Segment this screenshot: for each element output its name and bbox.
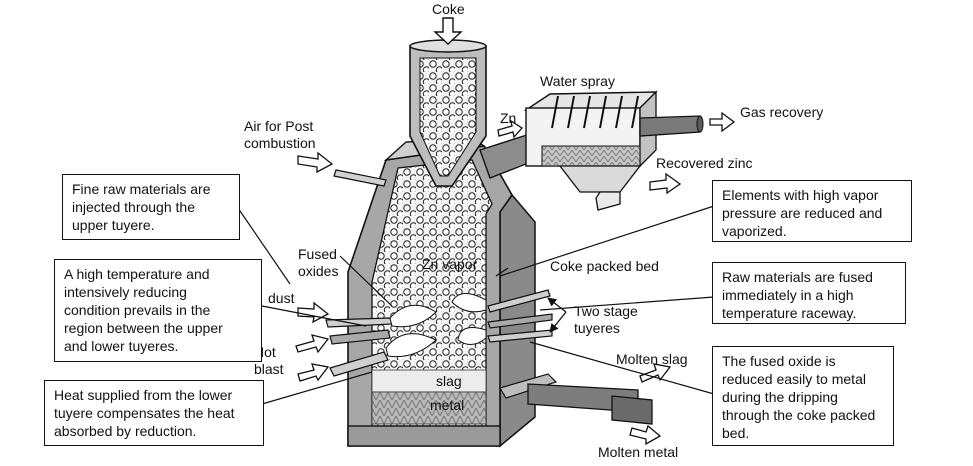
callout-raw-fused: Raw materials are fused immediately in a… xyxy=(712,262,906,324)
label-dust: dust xyxy=(268,290,295,306)
label-zn: Zn xyxy=(500,110,517,126)
label-molten-slag: Molten slag xyxy=(616,351,688,367)
two-stage-bracket xyxy=(547,297,567,333)
label-recovered-zinc: Recovered zinc xyxy=(656,155,753,171)
water-spray-nozzles xyxy=(551,95,639,129)
label-water-spray: Water spray xyxy=(540,73,615,89)
label-two-stage-tuyeres: Two stage tuyeres xyxy=(574,303,638,336)
slag-layer xyxy=(371,369,487,393)
zn-flow-arrow xyxy=(497,119,523,139)
hot-blast-arrow-2 xyxy=(297,363,330,382)
label-fused-oxides: Fused oxides xyxy=(298,246,339,279)
metal-layer xyxy=(371,391,487,425)
label-coke-packed-bed: Coke packed bed xyxy=(550,258,659,274)
raceways xyxy=(385,293,487,358)
molten-slag-arrow xyxy=(639,363,672,383)
coke-feed-arrow xyxy=(433,17,463,45)
recovered-zinc-arrow xyxy=(649,172,682,195)
callout-fused-oxide-reduced: The fused oxide is reduced easily to met… xyxy=(712,346,894,446)
gas-recovery-arrow xyxy=(709,111,736,133)
hot-blast-arrow-1 xyxy=(295,334,330,354)
furnace-base xyxy=(347,425,501,447)
label-air-post-combustion: Air for Post combustion xyxy=(244,118,316,151)
callout-heat-supplied: Heat supplied from the lower tuyere comp… xyxy=(44,380,264,446)
tuyeres-right xyxy=(487,289,553,343)
label-coke: Coke xyxy=(432,1,465,17)
label-molten-metal: Molten metal xyxy=(598,444,679,460)
callout-elements-vapor: Elements with high vapor pressure are re… xyxy=(712,180,912,242)
dust-arrow xyxy=(297,301,330,324)
zinc-outlet xyxy=(595,191,621,211)
label-metal: metal xyxy=(430,397,465,413)
molten-metal-arrow xyxy=(629,424,662,446)
callout-fine-raw-materials: Fine raw materials are injected through … xyxy=(62,174,240,240)
pointer-lines xyxy=(237,205,715,405)
zinc-bath xyxy=(541,145,641,167)
tuyeres-left xyxy=(325,169,393,377)
feed-shaft-inner xyxy=(419,57,477,177)
label-slag: slag xyxy=(436,373,462,389)
label-gas-recovery: Gas recovery xyxy=(740,104,824,120)
metal-launder-end xyxy=(611,395,653,425)
label-zn-vapor: Zn vapor xyxy=(422,256,478,272)
air-post-arrow xyxy=(297,151,334,174)
condenser-hopper xyxy=(558,165,642,193)
callout-high-temperature: A high temperature and intensively reduc… xyxy=(54,259,262,362)
gas-outlet-pipe xyxy=(639,115,701,137)
